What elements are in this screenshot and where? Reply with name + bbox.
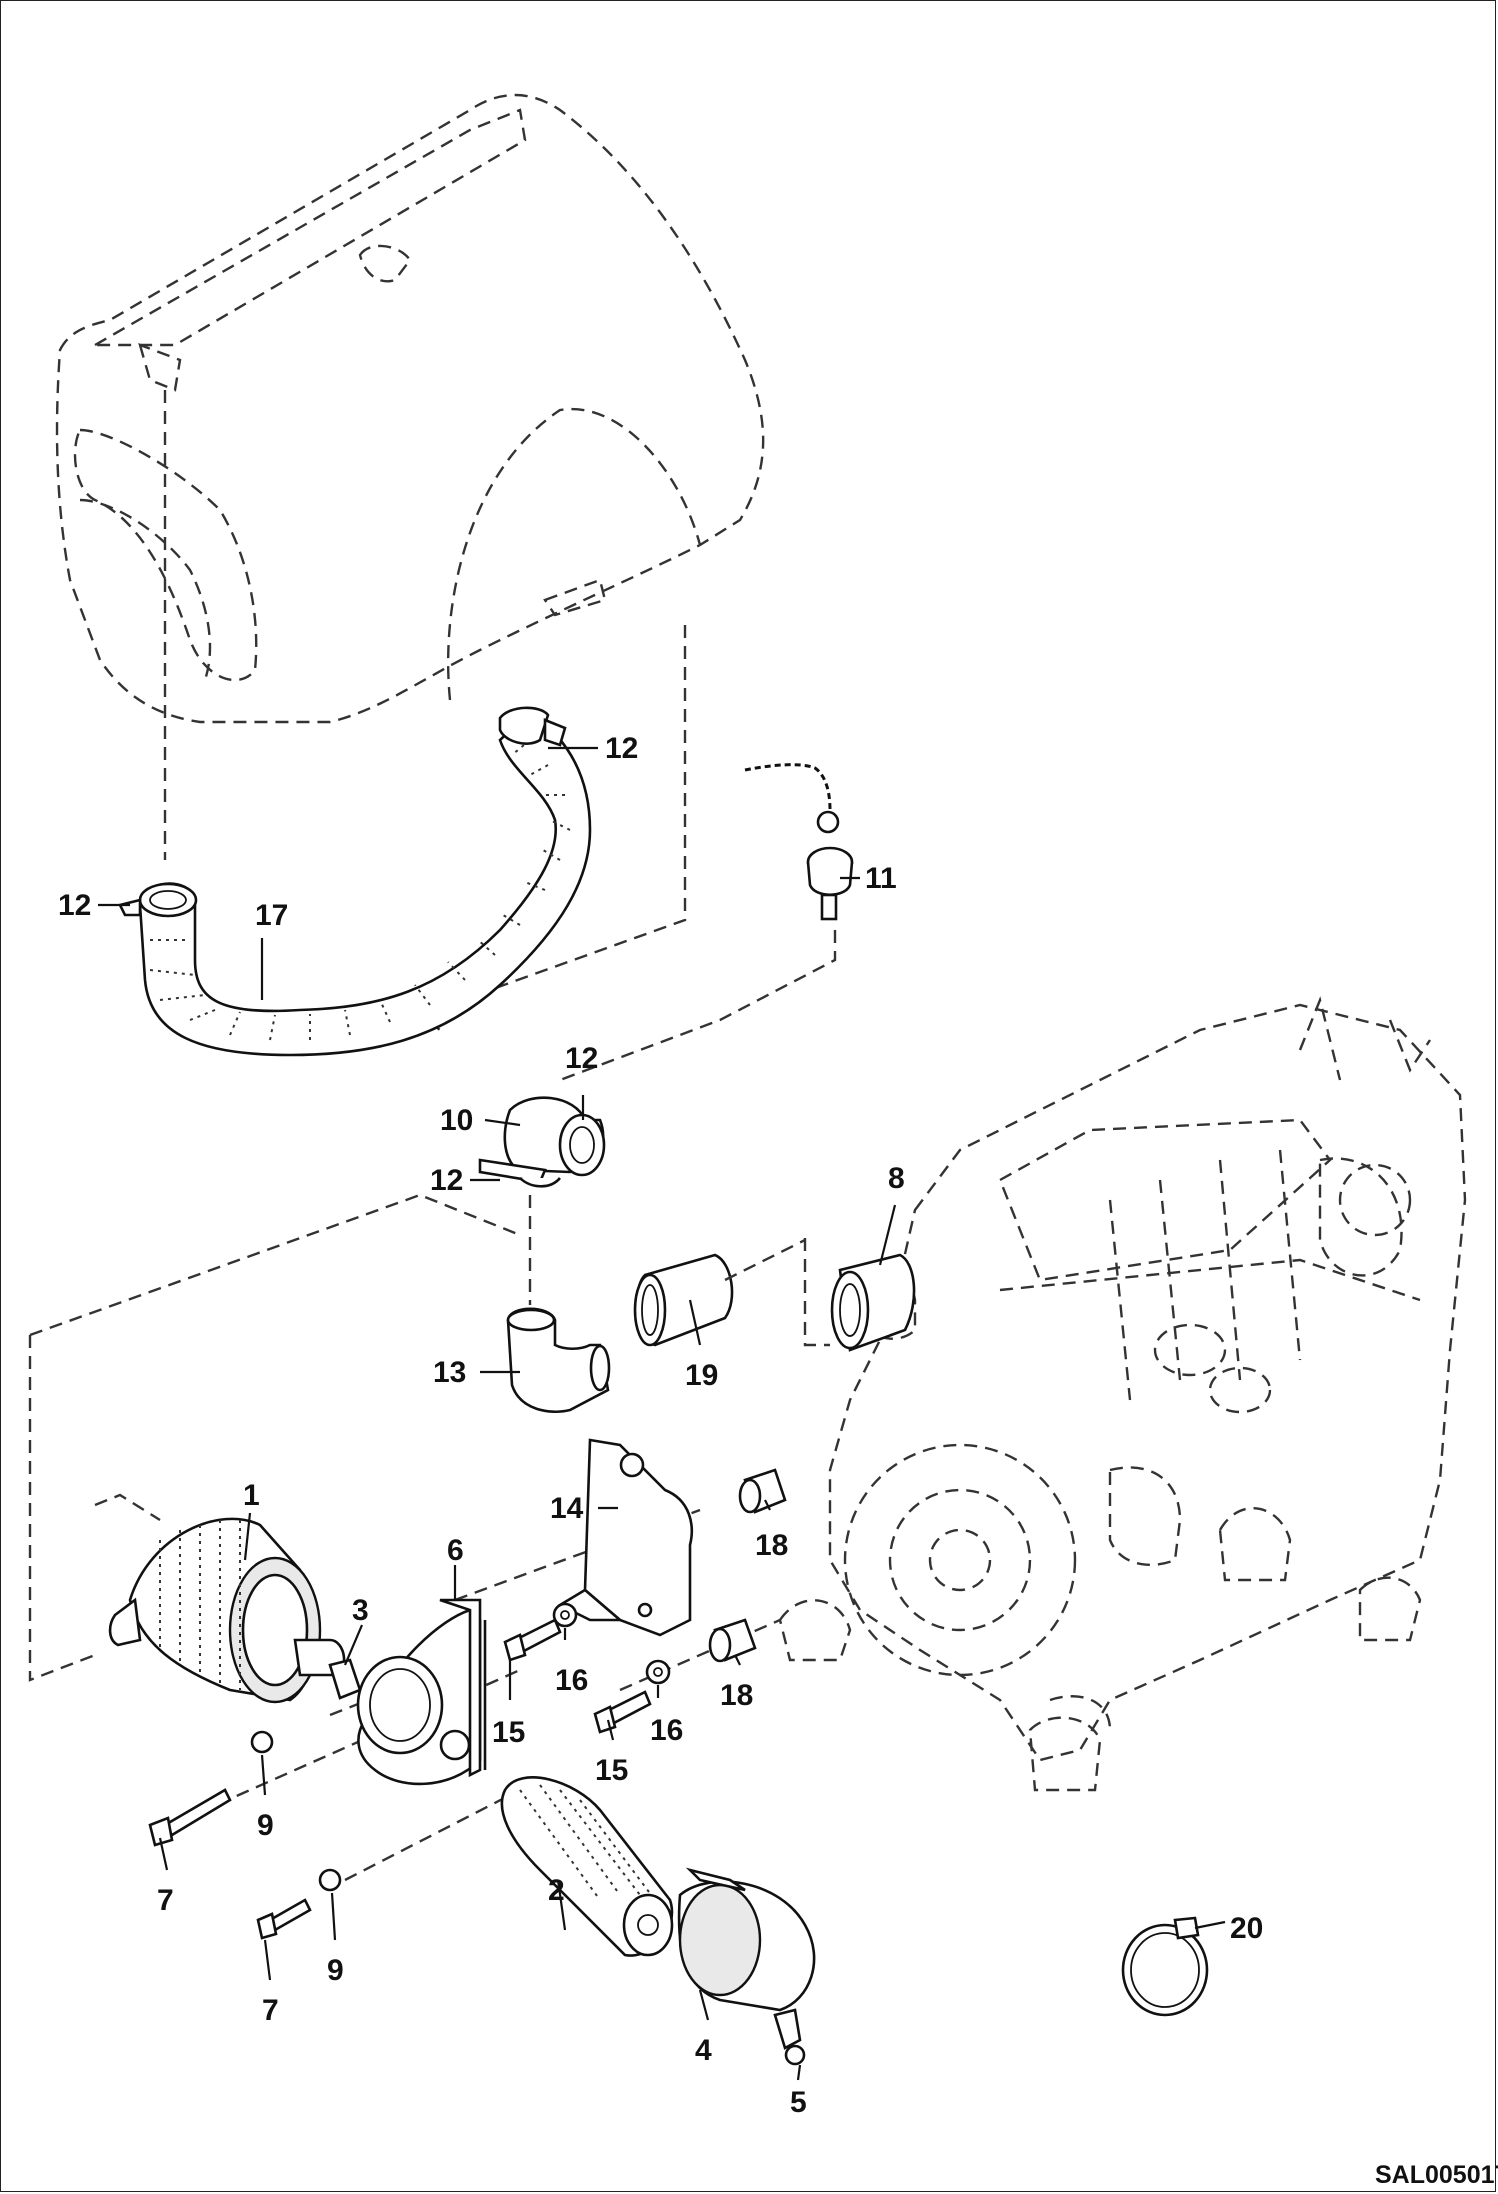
callout-6: 6 — [447, 1534, 464, 1567]
callout-1: 1 — [243, 1479, 260, 1512]
engine-hood — [55, 93, 765, 1031]
callout-12-top: 12 — [605, 732, 638, 765]
rubber-mounts — [708, 1468, 787, 1663]
callout-3: 3 — [352, 1594, 369, 1627]
callout-7-bottom: 7 — [262, 1994, 279, 2027]
callout-18-top: 18 — [755, 1529, 788, 1562]
callout-15-bottom: 15 — [595, 1754, 628, 1787]
leader-lines — [98, 746, 897, 2081]
callout-15-top: 15 — [492, 1716, 525, 1749]
callout-12-left: 12 — [58, 889, 91, 922]
callout-11: 11 — [865, 862, 897, 895]
elbow-13 — [506, 1307, 611, 1414]
engine-block — [778, 996, 1467, 1792]
callout-5: 5 — [790, 2086, 807, 2119]
callout-labels: 12 12 17 11 12 10 12 8 13 19 1 14 18 6 3… — [58, 732, 1498, 2189]
callout-9-top: 9 — [257, 1809, 274, 1842]
callout-8: 8 — [888, 1162, 905, 1195]
callout-9-bottom: 9 — [327, 1954, 344, 1987]
callout-2: 2 — [548, 1874, 565, 1907]
engine-inlet — [830, 1253, 916, 1352]
callout-19: 19 — [685, 1359, 718, 1392]
callout-14: 14 — [550, 1492, 584, 1525]
service-indicator — [559, 763, 854, 1082]
sleeve-19 — [633, 1253, 734, 1347]
callout-16-bottom: 16 — [650, 1714, 683, 1747]
callout-12-elbow-bottom: 12 — [430, 1164, 463, 1197]
callout-13: 13 — [433, 1356, 466, 1389]
mounting-cover — [328, 1598, 487, 1786]
drawing-reference: SAL005017 — [1375, 2161, 1498, 2189]
housing-cap — [677, 1867, 816, 2066]
elbow-10 — [478, 1096, 606, 1305]
air-cleaner-housing — [108, 1517, 346, 1704]
intake-hose — [118, 706, 592, 1057]
callout-12-elbow-top: 12 — [565, 1042, 598, 1075]
screws-washers — [148, 1730, 342, 1940]
hose-clamp — [1121, 1916, 1226, 2017]
callout-16-top: 16 — [555, 1664, 588, 1697]
filter-element — [500, 1776, 674, 1957]
bracket-14 — [557, 1438, 694, 1637]
callout-10: 10 — [440, 1104, 473, 1137]
callout-7-top: 7 — [157, 1884, 174, 1917]
bolts-washers — [503, 1602, 671, 1734]
callout-18-bottom: 18 — [720, 1679, 753, 1712]
callout-20: 20 — [1230, 1912, 1263, 1945]
callout-4: 4 — [695, 2034, 712, 2067]
callout-17: 17 — [255, 899, 288, 932]
